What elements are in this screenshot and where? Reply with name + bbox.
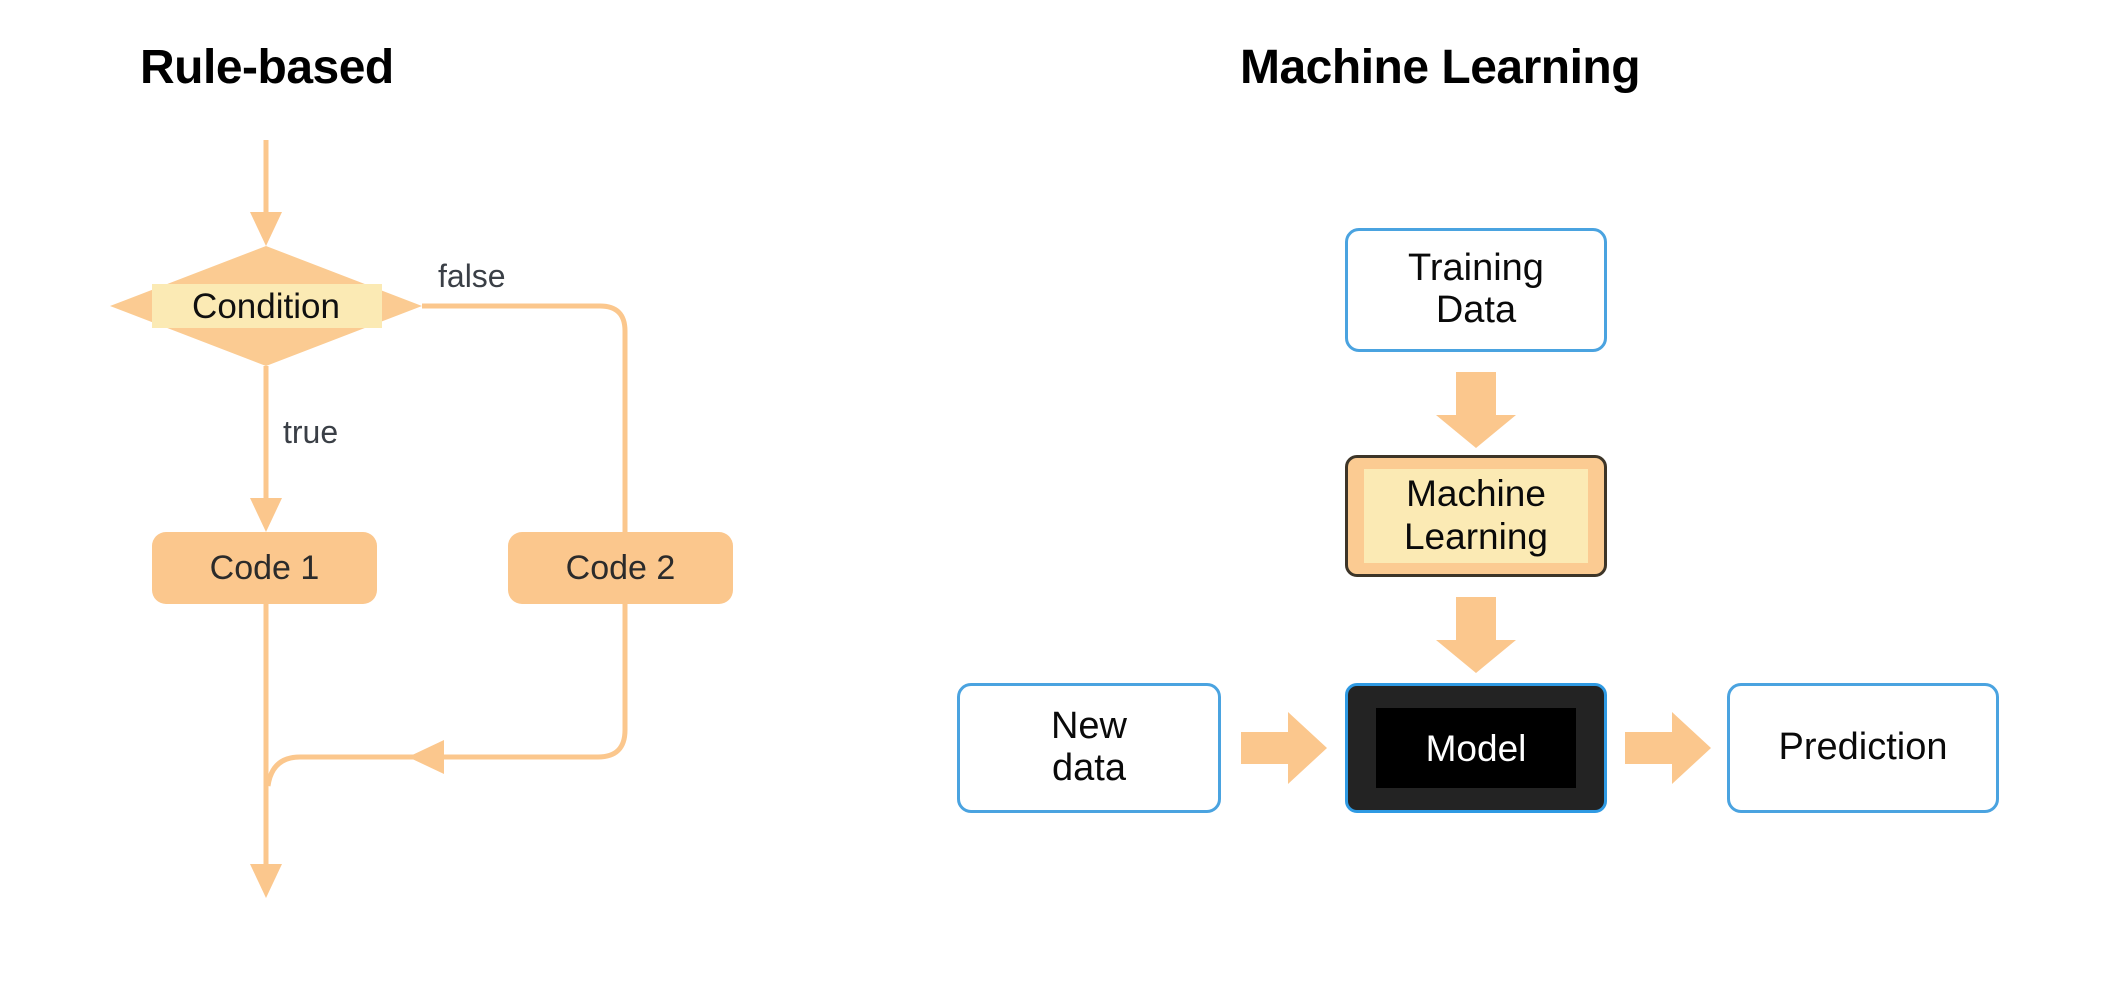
arrow-down-block-icon-training-to-ml xyxy=(1436,372,1516,448)
edge-label-true: true xyxy=(283,414,339,450)
node-machine-learning-label: Machine Learning xyxy=(1403,473,1548,557)
connector-code2-merge xyxy=(265,604,628,787)
node-new-data-label: New data xyxy=(1050,705,1128,789)
page-title-machine-learning: Machine Learning xyxy=(1240,41,1641,94)
connector-false-branch xyxy=(422,303,628,532)
model-inner-panel xyxy=(1376,708,1576,788)
arrow-down-block-icon-ml-to-model xyxy=(1436,597,1516,673)
arrow-down-thin-icon-true xyxy=(250,366,282,532)
node-code-1[interactable]: Code 1 xyxy=(152,532,377,604)
page-title-rule-based: Rule-based xyxy=(140,41,394,94)
node-code-2[interactable]: Code 2 xyxy=(508,532,733,604)
node-code-2-label: Code 2 xyxy=(565,548,676,587)
node-code-1-label: Code 1 xyxy=(209,548,320,587)
connector-code1-exit xyxy=(250,604,282,898)
machine-learning-inner-panel xyxy=(1364,469,1588,563)
arrow-down-thin-icon-entry xyxy=(250,140,282,246)
node-machine-learning[interactable]: Machine Learning xyxy=(1345,455,1607,577)
node-model-label: Model xyxy=(1425,727,1527,769)
node-new-data[interactable]: New data xyxy=(957,683,1221,813)
arrow-right-block-icon-newdata-to-model xyxy=(1241,712,1327,784)
node-condition[interactable]: Condition xyxy=(110,246,422,366)
node-prediction[interactable]: Prediction xyxy=(1727,683,1999,813)
node-training-data[interactable]: Training Data xyxy=(1345,228,1607,352)
edge-label-false: false xyxy=(438,258,506,294)
node-training-data-label: Training Data xyxy=(1408,247,1544,331)
node-condition-label: Condition xyxy=(192,286,340,326)
node-model[interactable]: Model xyxy=(1345,683,1607,813)
node-prediction-label: Prediction xyxy=(1778,726,1948,769)
arrow-right-block-icon-model-to-prediction xyxy=(1625,712,1711,784)
condition-highlight-band xyxy=(152,284,382,328)
